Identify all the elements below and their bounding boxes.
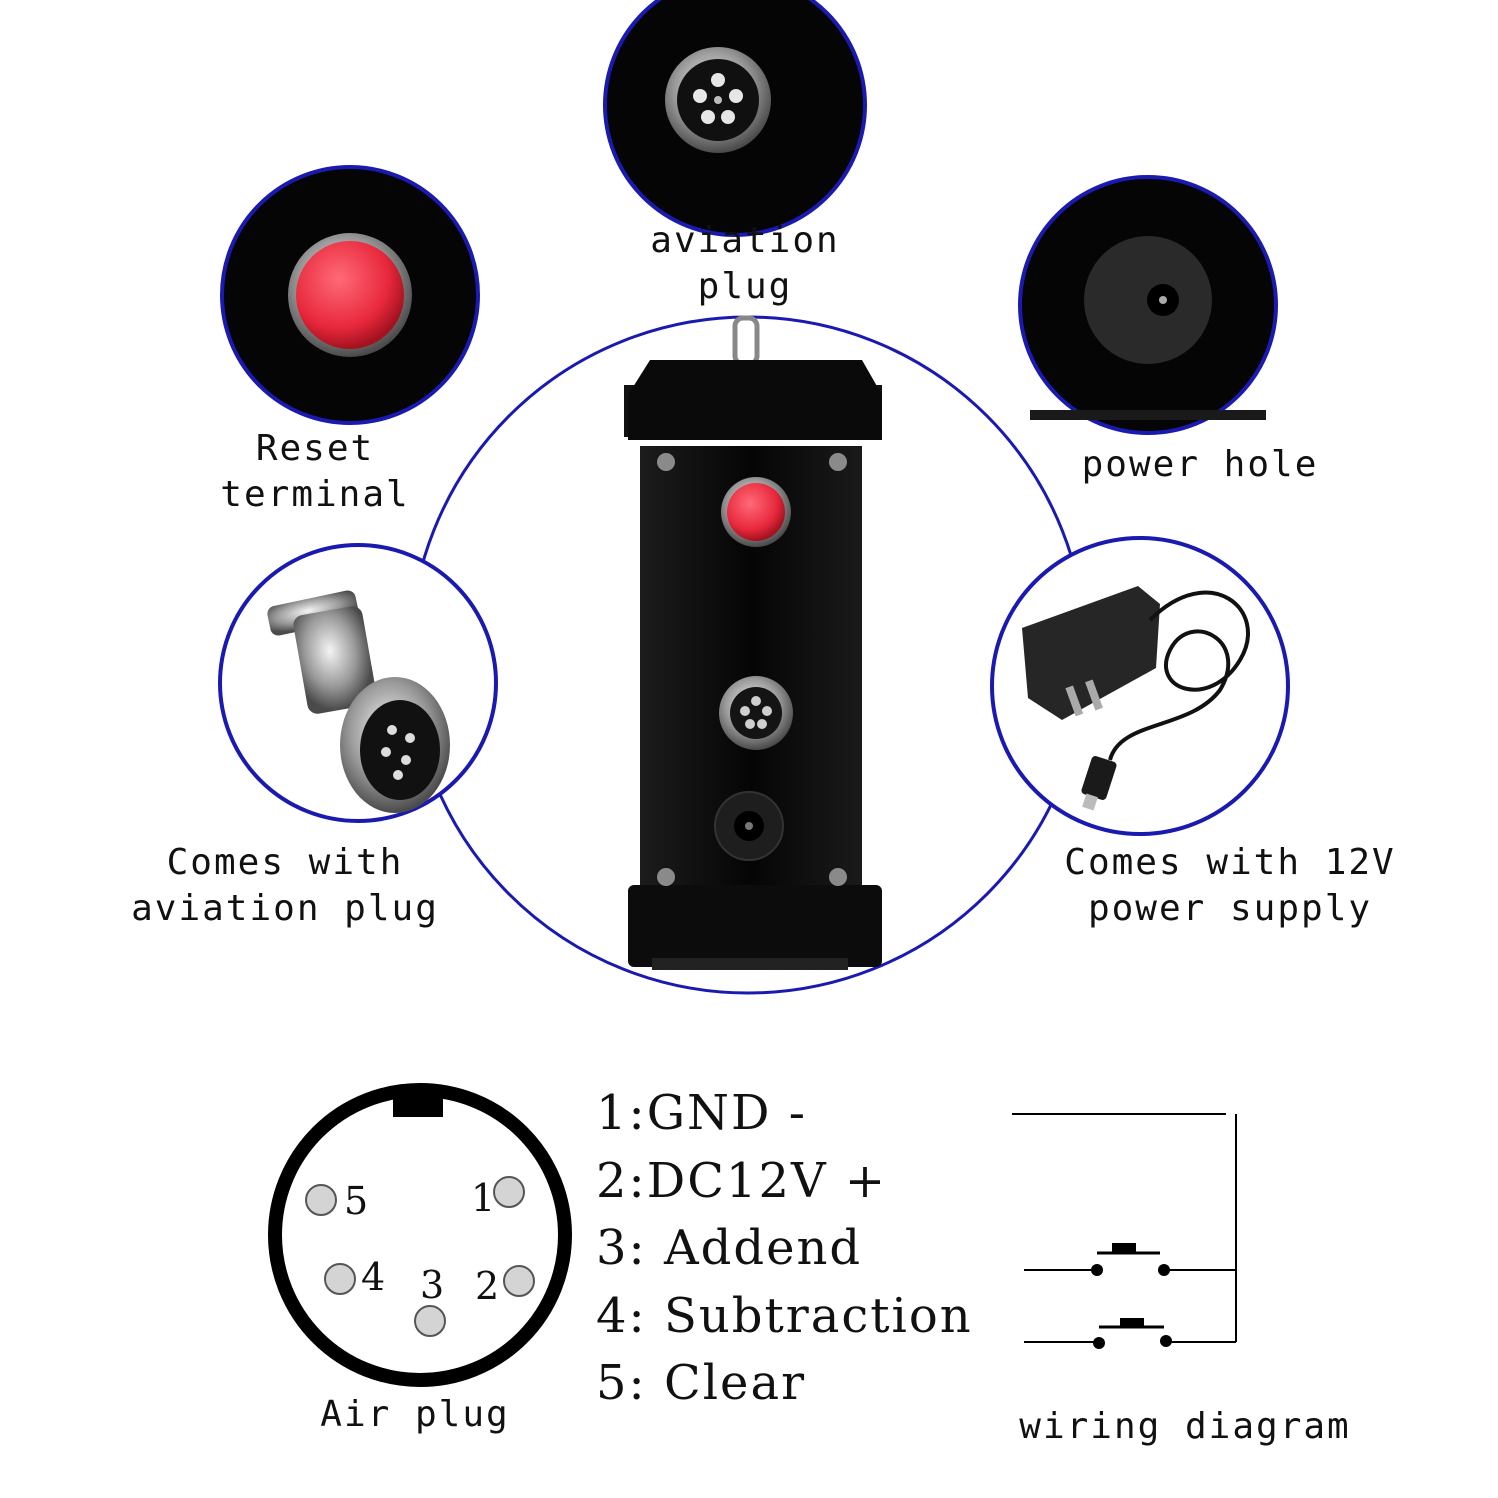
pin-2-dot [503, 1265, 535, 1297]
pin-2-label: 2 [475, 1264, 499, 1308]
reset-button-photo [220, 165, 480, 425]
power-hole-label: power hole [1081, 444, 1319, 485]
reset-terminal-label: Reset terminal [220, 428, 410, 515]
pin-5-dot [305, 1184, 337, 1216]
air-plug-diagram: 1 2 3 4 5 [268, 1083, 572, 1387]
device-body [624, 315, 882, 970]
pin-1-dot [493, 1176, 525, 1208]
pin-assignment-5: 5: Clear [596, 1355, 807, 1411]
air-plug-label: Air plug [320, 1394, 510, 1435]
pin-4-dot [324, 1263, 356, 1295]
pin-assignment-list: 1:GND - 2:DC12V + 3: Addend 4: Subtracti… [596, 1080, 973, 1418]
aviation-plug-label: aviation plug [650, 220, 840, 307]
pin-3-dot [414, 1305, 446, 1337]
aviation-plug-accessory-photo [218, 543, 498, 823]
pin-assignment-2: 2:DC12V + [596, 1152, 888, 1209]
pin-assignment-4: 4: Subtraction [596, 1287, 973, 1344]
pin-4-label: 4 [361, 1255, 385, 1299]
wiring-diagram-label: wiring diagram [1019, 1406, 1351, 1447]
pin-1-label: 1 [471, 1176, 495, 1220]
pin-5-label: 5 [344, 1179, 368, 1223]
power-supply-photo [990, 536, 1290, 836]
pin-3-label: 3 [420, 1263, 444, 1307]
wiring-diagram [1012, 1113, 1237, 1343]
pin-assignment-1: 1:GND - [596, 1085, 808, 1141]
aviation-plug-photo [603, 0, 867, 237]
switch-contacts [1091, 1243, 1172, 1349]
comes-with-power-supply-label: Comes with 12V power supply [1064, 842, 1396, 929]
comes-with-aviation-plug-label: Comes with aviation plug [131, 842, 439, 929]
power-hole-photo [1018, 175, 1278, 435]
pin-assignment-3: 3: Addend [596, 1220, 863, 1276]
